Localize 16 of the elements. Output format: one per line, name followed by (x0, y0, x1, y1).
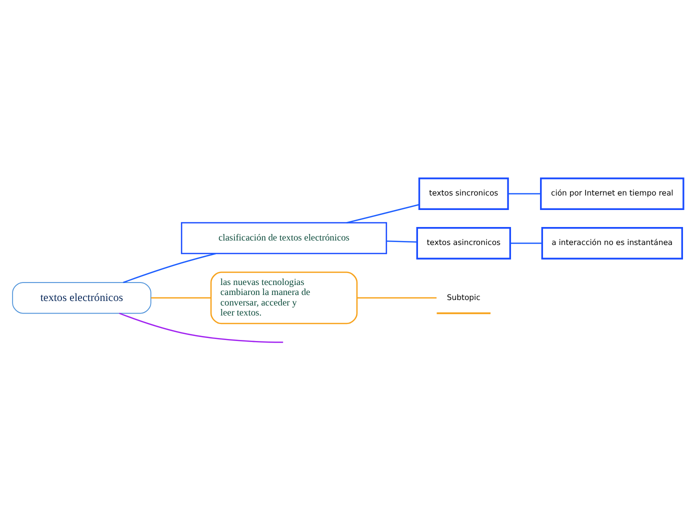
node-box: las nuevas tecnologias cambiaron la manera de conversar, acceder y leer textos. (210, 271, 358, 324)
node-box: ción por Internet en tiempo real (540, 177, 684, 210)
connector (151, 296, 211, 298)
node-box: a interacción no es instantánea (541, 226, 683, 259)
connector (119, 312, 284, 342)
connector (356, 296, 437, 298)
node-box: clasificación de textos electrónicos (180, 222, 388, 254)
node-box: textos sincronicos (418, 177, 509, 210)
node-box: textos electrónicos (12, 282, 152, 314)
connector (508, 192, 541, 194)
connector (346, 204, 420, 223)
connector (386, 240, 417, 242)
node-box: textos asincronicos (416, 226, 512, 259)
connector (123, 252, 216, 283)
connector (510, 242, 542, 244)
node-text: Subtopic (446, 292, 480, 302)
